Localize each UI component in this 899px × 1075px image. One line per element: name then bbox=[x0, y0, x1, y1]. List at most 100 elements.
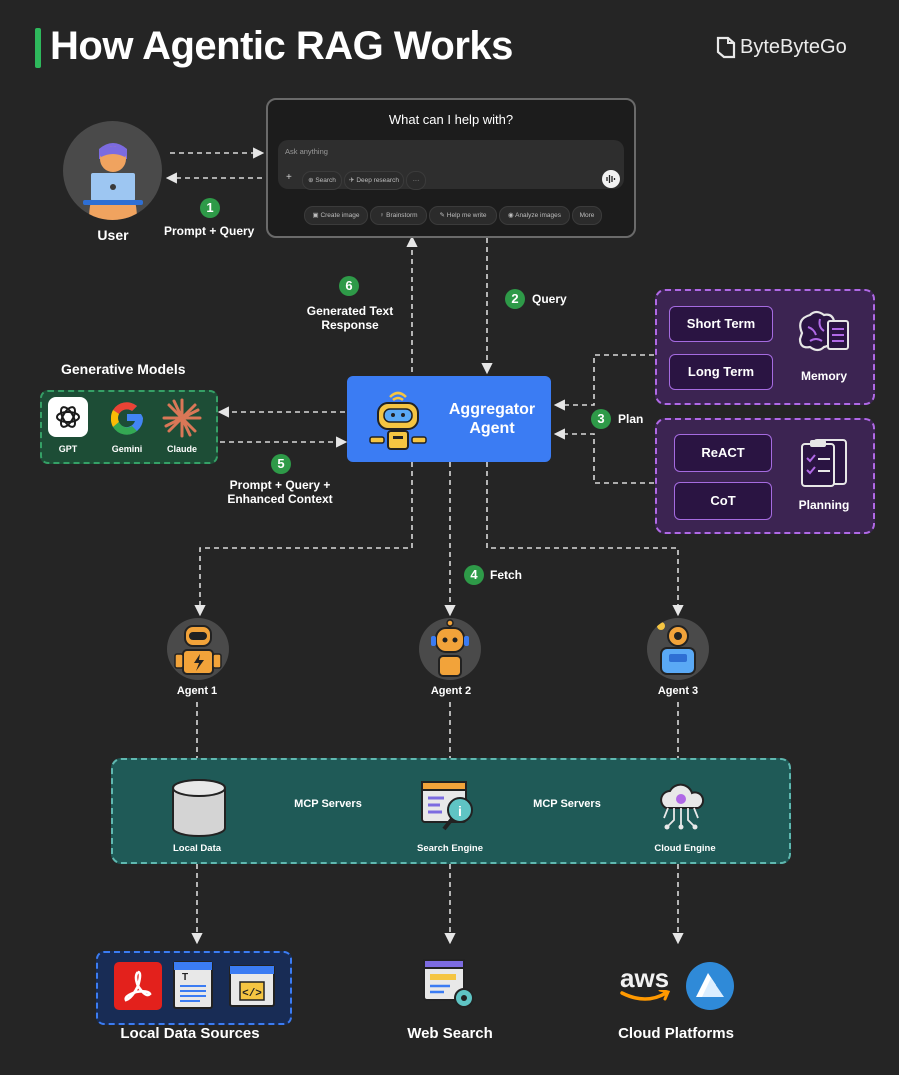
mcp-cloud-engine-label: Cloud Engine bbox=[654, 843, 716, 854]
claude-starburst-icon bbox=[162, 398, 202, 438]
brain-icon bbox=[798, 310, 849, 352]
step-3-label: Plan bbox=[618, 412, 644, 426]
voice-button[interactable] bbox=[602, 170, 620, 188]
user-avatar bbox=[63, 121, 162, 220]
deep-research-label: Deep research bbox=[356, 177, 399, 184]
step-5-label-line2: Enhanced Context bbox=[227, 492, 333, 506]
planning-cot: CoT bbox=[674, 482, 772, 520]
aggregator-robot-icon bbox=[364, 387, 432, 455]
aws-smile-icon bbox=[620, 990, 671, 1001]
svg-text:i: i bbox=[458, 803, 462, 819]
arrow-memory-to-aggregator bbox=[553, 354, 654, 411]
local-data-sources-label: Local Data Sources bbox=[120, 1025, 260, 1042]
checklist-icon bbox=[801, 439, 847, 487]
action-more-label: More bbox=[579, 212, 595, 219]
title-accent-bar bbox=[35, 28, 41, 68]
mcp-search-engine-label: Search Engine bbox=[417, 843, 483, 854]
action-help-me-write-label: Help me write bbox=[446, 212, 487, 219]
chat-input-placeholder: Ask anything bbox=[285, 147, 328, 156]
action-analyze-images[interactable]: ◉ Analyze images bbox=[499, 206, 570, 225]
plus-icon[interactable]: + bbox=[286, 172, 292, 183]
search-chip[interactable]: ⊕ Search bbox=[302, 171, 342, 190]
database-icon bbox=[172, 779, 226, 837]
agent-2-avatar bbox=[419, 618, 481, 680]
acrobat-icon bbox=[124, 970, 152, 1002]
aggregator-label-line1: Aggregator bbox=[448, 401, 536, 418]
cloud-platforms-label: Cloud Platforms bbox=[618, 1025, 734, 1042]
document-lines-icon: T bbox=[173, 961, 213, 1009]
step-3-badge: 3 bbox=[591, 409, 611, 429]
robot-icon bbox=[369, 391, 427, 450]
text-document-icon: T bbox=[172, 960, 216, 1010]
step-4-label: Fetch bbox=[490, 568, 523, 582]
planning-react: ReACT bbox=[674, 434, 772, 472]
robot-blue-icon bbox=[657, 622, 696, 675]
generative-models-title: Generative Models bbox=[61, 361, 186, 377]
planning-clipboard-icon bbox=[796, 434, 852, 490]
step-5-label-line1: Prompt + Query + bbox=[229, 478, 331, 492]
action-create-image[interactable]: ▣ Create image bbox=[304, 206, 368, 225]
step-6-label-line2: Response bbox=[321, 318, 379, 332]
planning-label: Planning bbox=[798, 498, 850, 512]
memory-short-term: Short Term bbox=[669, 306, 773, 342]
google-g-icon bbox=[110, 402, 144, 435]
robot-headset-icon bbox=[431, 619, 469, 677]
step-2-badge: 2 bbox=[505, 289, 525, 309]
step-1-label: Prompt + Query bbox=[164, 224, 255, 238]
agent-1-avatar bbox=[167, 618, 229, 680]
search-engine-icon: i bbox=[420, 778, 478, 834]
arrow-planning-to-aggregator bbox=[553, 428, 654, 484]
arrow-to-agent-1 bbox=[194, 462, 413, 617]
agent-1-label: Agent 1 bbox=[176, 685, 218, 697]
web-search-label: Web Search bbox=[407, 1025, 493, 1042]
pdf-icon bbox=[114, 962, 162, 1010]
step-1-badge: 1 bbox=[200, 198, 220, 218]
cloud-engine-icon bbox=[654, 780, 708, 834]
action-more[interactable]: More bbox=[572, 206, 602, 225]
step-5-badge: 5 bbox=[271, 454, 291, 474]
mcp-servers-left-label: MCP Servers bbox=[294, 798, 362, 810]
brain-memory-icon bbox=[794, 309, 852, 359]
chat-heading: What can I help with? bbox=[388, 112, 514, 127]
memory-label: Memory bbox=[800, 369, 847, 383]
model-claude-label: Claude bbox=[166, 444, 197, 454]
openai-logo-icon bbox=[56, 406, 80, 428]
browser-magnifier-icon bbox=[423, 959, 474, 1008]
robot-orange-icon bbox=[174, 625, 222, 675]
svg-text:T: T bbox=[182, 972, 188, 983]
mcp-servers-right-label: MCP Servers bbox=[533, 798, 601, 810]
bytebytego-logo-icon bbox=[716, 36, 736, 59]
more-options-chip[interactable]: ··· bbox=[406, 171, 426, 190]
cloud-network-icon bbox=[660, 783, 705, 830]
user-laptop-icon bbox=[83, 143, 143, 220]
mcp-local-data-label: Local Data bbox=[172, 843, 222, 854]
agent-2-label: Agent 2 bbox=[430, 685, 472, 697]
agent-3-avatar bbox=[647, 618, 709, 680]
gpt-icon bbox=[48, 397, 88, 437]
globe-icon: ⊕ bbox=[308, 177, 316, 184]
step-6-label-line1: Generated Text bbox=[306, 304, 394, 318]
gemini-icon bbox=[105, 397, 149, 439]
search-window-icon: i bbox=[421, 781, 473, 831]
user-label: User bbox=[97, 227, 129, 243]
svg-text:</>: </> bbox=[242, 988, 262, 1000]
deep-research-chip[interactable]: ✈ Deep research bbox=[344, 171, 404, 190]
voice-wave-icon bbox=[606, 175, 616, 183]
step-2-label: Query bbox=[532, 292, 567, 306]
arrow-to-agent-3 bbox=[486, 462, 684, 617]
telescope-icon: ✈ bbox=[349, 177, 357, 184]
page-title: How Agentic RAG Works bbox=[50, 24, 513, 68]
claude-icon bbox=[160, 397, 204, 439]
action-brainstorm[interactable]: ♀ Brainstorm bbox=[370, 206, 427, 225]
step-6-badge: 6 bbox=[339, 276, 359, 296]
web-search-icon bbox=[420, 956, 478, 1012]
aws-logo: aws bbox=[620, 963, 670, 993]
agent-3-label: Agent 3 bbox=[657, 685, 699, 697]
azure-icon bbox=[686, 962, 734, 1010]
action-create-image-label: Create image bbox=[320, 212, 360, 219]
action-analyze-images-label: Analyze images bbox=[515, 212, 561, 219]
action-help-me-write[interactable]: ✎ Help me write bbox=[429, 206, 497, 225]
code-file-icon: </> bbox=[228, 962, 276, 1010]
